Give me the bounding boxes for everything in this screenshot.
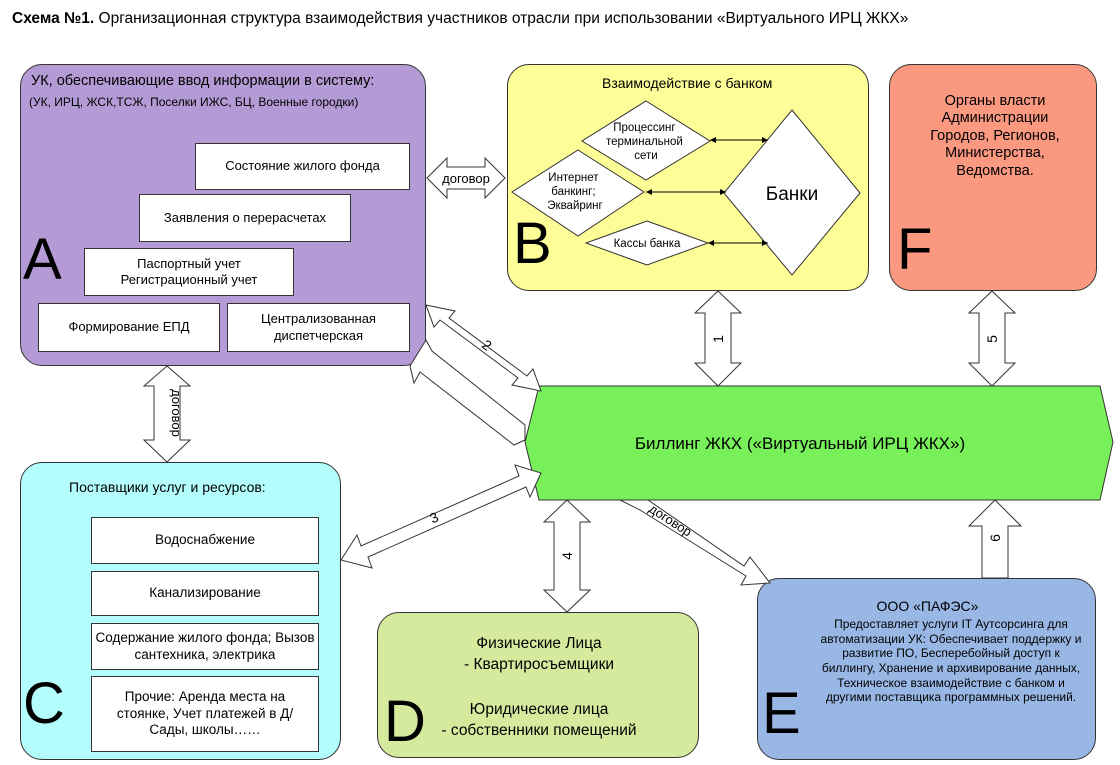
label-dogovor-e: договор bbox=[646, 501, 694, 540]
b-item-kassy: Кассы банка bbox=[614, 238, 681, 250]
a-item-passport: Паспортный учет Регистрационный учет bbox=[84, 248, 294, 296]
a-item-dispatch: Централизованная диспетчерская bbox=[227, 303, 410, 352]
b-item-internet: Интернет банкинг; Эквайринг bbox=[547, 172, 602, 212]
box-d-line1: Физические Лица bbox=[476, 635, 602, 652]
c-item-sewage: Канализирование bbox=[91, 571, 319, 616]
label-dogovor-ac: договор bbox=[169, 389, 184, 437]
box-e-text: Предоставляет услуги IT Аутсорсинга для … bbox=[820, 617, 1082, 705]
b-item-processing-l2: терминальной bbox=[606, 136, 683, 148]
arrow-billing-to-a bbox=[409, 339, 526, 446]
arrow-1 bbox=[693, 290, 743, 387]
b-item-processing-l1: Процессинг bbox=[613, 122, 675, 134]
box-b-letter: B bbox=[513, 211, 552, 276]
arrow-dogovor-e bbox=[619, 499, 771, 586]
b-item-internet-l3: Эквайринг bbox=[547, 200, 602, 212]
banks-label: Банки bbox=[766, 184, 818, 205]
billing-shape bbox=[524, 385, 1114, 501]
box-d-letter: D bbox=[384, 689, 426, 754]
arrow-4 bbox=[542, 499, 592, 613]
a-item-recalculation: Заявления о перерасчетах bbox=[139, 194, 351, 242]
billing-label: Биллинг ЖКХ («Виртуальный ИРЦ ЖКХ») bbox=[635, 434, 965, 453]
label-arrow-4: 4 bbox=[559, 552, 575, 560]
a-item-housing-state: Состояние жилого фонда bbox=[195, 143, 410, 190]
arrow-dogovor-ac bbox=[142, 365, 192, 463]
box-a-subheader: (УК, ИРЦ, ЖСК,ТСЖ, Поселки ИЖС, БЦ, Воен… bbox=[29, 95, 359, 109]
b-item-processing-l3: сети bbox=[634, 150, 657, 162]
box-c-letter: C bbox=[23, 671, 65, 736]
arrow-6 bbox=[967, 499, 1023, 579]
box-f-authorities: Органы власти Администрации Городов, Рег… bbox=[889, 64, 1097, 291]
box-d-individuals: Физические Лица - Квартиросъемщики Юриди… bbox=[377, 612, 699, 758]
box-f-letter: F bbox=[897, 217, 933, 282]
diamond-processing bbox=[581, 100, 711, 181]
box-d-line2: - Квартиросъемщики bbox=[463, 656, 615, 673]
box-f-text: Органы власти Администрации Городов, Рег… bbox=[930, 93, 1060, 179]
box-e-pafes: ООО «ПАФЭС» Предоставляет услуги IT Аутс… bbox=[757, 578, 1096, 760]
arrow-2 bbox=[425, 304, 542, 392]
a-item-epd: Формирование ЕПД bbox=[38, 303, 220, 352]
box-a-header: УК, обеспечивающие ввод информации в сис… bbox=[31, 73, 375, 89]
b-item-processing: Процессинг терминальной сети bbox=[606, 122, 686, 162]
box-e-title: ООО «ПАФЭС» bbox=[876, 598, 979, 614]
arrow-dogovor-ab bbox=[426, 156, 506, 200]
box-d-line4: - собственники помещений bbox=[441, 722, 637, 739]
c-item-maintenance: Содержание жилого фонда; Вызов сантехник… bbox=[91, 623, 319, 670]
b-item-internet-l2: банкинг; bbox=[551, 186, 595, 198]
label-dogovor-ab: договор bbox=[442, 171, 490, 186]
c-item-water: Водоснабжение bbox=[91, 517, 319, 564]
label-arrow-5: 5 bbox=[984, 335, 1000, 343]
arrow-3 bbox=[340, 464, 542, 569]
box-a-letter: A bbox=[23, 227, 62, 292]
box-d-line3: Юридические лица bbox=[469, 701, 609, 718]
box-e-letter: E bbox=[762, 681, 801, 746]
box-b-header: Взаимодействие с банком bbox=[602, 75, 773, 91]
diamond-kassy bbox=[584, 220, 710, 266]
b-item-internet-l1: Интернет bbox=[548, 172, 599, 184]
diamond-banks bbox=[723, 109, 861, 276]
diagram-title: Схема №1. Организационная структура взаи… bbox=[12, 10, 909, 27]
box-c-header: Поставщики услуг и ресурсов: bbox=[69, 479, 266, 495]
c-item-other: Прочие: Аренда места на стоянке, Учет пл… bbox=[91, 676, 319, 752]
label-arrow-1: 1 bbox=[710, 335, 726, 343]
label-arrow-6: 6 bbox=[987, 534, 1003, 542]
diamond-internet bbox=[511, 149, 645, 237]
arrow-5 bbox=[967, 290, 1017, 387]
